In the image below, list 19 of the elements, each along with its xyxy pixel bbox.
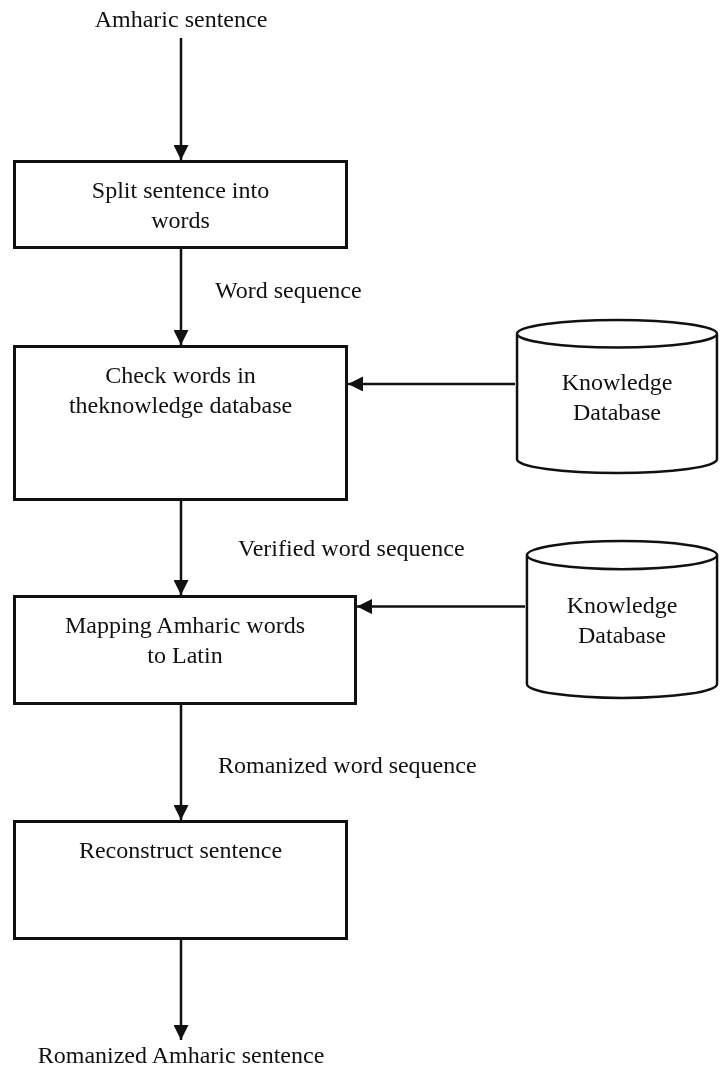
arrow bbox=[173, 940, 189, 1040]
process-box bbox=[13, 160, 348, 249]
arrow bbox=[173, 705, 189, 820]
node-label: Knowledge Database bbox=[565, 590, 679, 650]
arrow bbox=[173, 38, 189, 160]
process-box bbox=[13, 595, 357, 705]
flow-text: Amharic sentence bbox=[94, 5, 268, 34]
arrow bbox=[173, 249, 189, 345]
node-label: Reconstruct sentence bbox=[78, 836, 283, 865]
node-label: Check words in theknowledge database bbox=[67, 361, 294, 420]
node-label: Split sentence into words bbox=[90, 176, 271, 235]
arrow bbox=[348, 376, 515, 392]
node-label: Mapping Amharic words to Latin bbox=[65, 611, 305, 670]
process-box bbox=[13, 820, 348, 940]
flow-text: Romanized Amharic sentence bbox=[37, 1041, 325, 1070]
arrow bbox=[173, 501, 189, 595]
node-label: Knowledge Database bbox=[560, 367, 674, 427]
arrow bbox=[357, 599, 525, 615]
process-box bbox=[13, 345, 348, 501]
